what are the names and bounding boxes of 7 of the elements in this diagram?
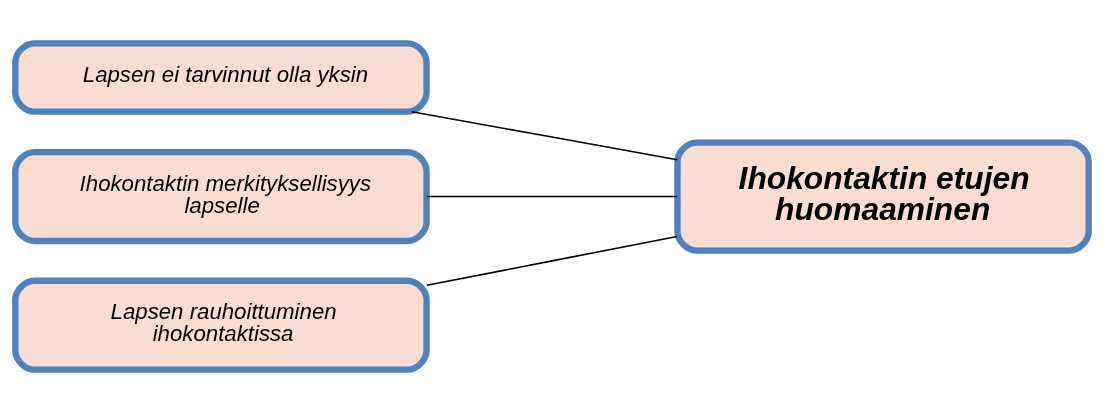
node-box: Ihokontaktin merkityksellisyys lapselle (12, 148, 430, 244)
node-box: Ihokontaktin etujen huomaaminen (674, 138, 1092, 254)
connector (411, 110, 679, 160)
connector (426, 235, 678, 286)
node-box: Lapsen ei tarvinnut olla yksin (12, 39, 430, 115)
node-box: Lapsen rauhoittuminen ihokontaktissa (12, 277, 430, 373)
connector (426, 195, 678, 197)
